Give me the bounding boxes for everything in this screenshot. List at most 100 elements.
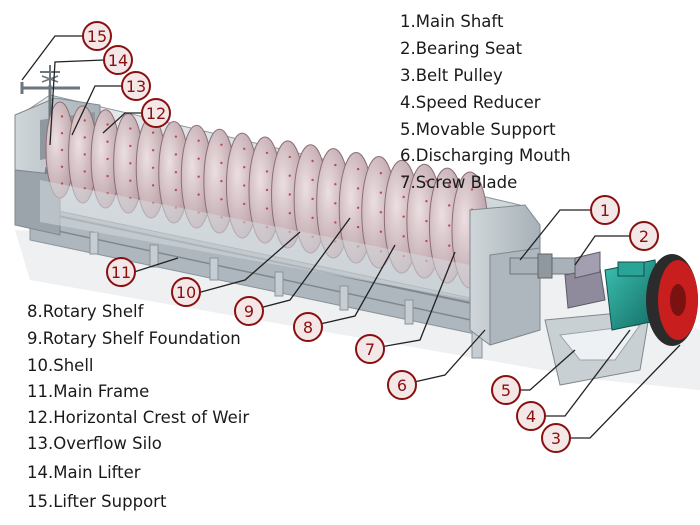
blade-bolt [448,224,451,227]
blade-bolt [243,202,246,206]
blade-bolt [83,119,86,122]
callout-12: 12 [141,98,171,128]
svg-text:4: 4 [526,407,536,426]
blade-bolt [243,184,246,187]
legend-item-discharging-mouth: 6.Discharging Mouth [400,146,571,165]
blade-bolt [197,139,200,142]
blade-bolt [129,144,132,148]
callout-13: 13 [121,71,151,101]
blade-bolt [448,184,451,187]
svg-text:8: 8 [303,318,313,337]
svg-text:5: 5 [501,381,511,400]
blade-bolt [356,225,360,229]
legend-item-main-shaft: 1.Main Shaft [400,12,504,31]
callout-6: 6 [387,370,417,400]
callout-1: 1 [590,195,620,225]
legend-item-main-lifter: 14.Main Lifter [27,463,141,482]
blade-bolt [425,239,428,243]
svg-text:9: 9 [244,302,254,321]
svg-text:11: 11 [111,263,131,282]
blade-bolt [265,207,269,210]
blade-bolt [220,143,223,146]
blade-bolt [379,191,383,194]
blade-bolt [243,147,246,151]
screw-blades [45,101,489,289]
svg-text:2: 2 [639,227,649,246]
legend-item-screw-blade: 7.Screw Blade [400,173,518,192]
svg-text:12: 12 [146,104,166,123]
blade-bolt [174,171,178,174]
blade-bolt [220,161,223,165]
blade-bolt [83,170,86,173]
blade-bolt [470,188,474,191]
blade-bolt [379,171,383,175]
callout-7: 7 [355,334,385,364]
blade-bolt [265,151,269,155]
blade-bolt [402,195,405,199]
svg-text:15: 15 [87,27,107,46]
blade-bolt [311,216,314,220]
blade-bolt [151,184,155,187]
blade-bolt [265,188,269,192]
blade-bolt [197,193,200,196]
svg-text:13: 13 [126,77,146,96]
blade-bolt [288,211,291,215]
callout-2: 2 [629,221,659,251]
blade-bolt [334,202,337,205]
legend-item-movable-support: 5.Movable Support [400,120,556,139]
blade-bolt [60,132,64,135]
callout-4: 4 [516,401,546,431]
callout-14: 14 [103,45,133,75]
blade-bolt [151,149,155,152]
blade-bolt [379,211,383,214]
legend-item-bearing-seat: 2.Bearing Seat [400,39,523,58]
blade-bolt [220,198,223,201]
blade-bolt [151,131,155,134]
blade-bolt [379,230,383,233]
blade-bolt [265,170,269,173]
blade-bolt [60,165,64,168]
legend-item-speed-reducer: 4.Speed Reducer [400,93,541,112]
blade-bolt [220,179,223,183]
blade-bolt [106,174,109,178]
blade-bolt [60,148,64,152]
blade-bolt [106,157,109,161]
shell-front [40,180,500,305]
blade-bolt [425,180,428,183]
blade-bolt [356,187,360,190]
callout-markers: 1 2 3 4 5 6 7 8 9 10 11 12 13 14 15 [82,21,659,453]
blade-bolt [83,153,86,156]
discharge-box [469,204,541,346]
callout-5: 5 [491,375,521,405]
blade-bolt [129,179,132,182]
blade-bolt [425,200,428,203]
belt-pulley [646,254,698,346]
legend-item-shell: 10.Shell [27,356,94,375]
blade-bolt [288,174,291,177]
legend-item-overflow-silo: 13.Overflow Silo [27,434,162,453]
svg-text:10: 10 [176,283,196,302]
movable-support [544,309,651,386]
blade-bolt [334,221,337,224]
svg-text:6: 6 [397,376,407,395]
legend-item-main-frame: 11.Main Frame [27,382,150,401]
blade-bolt [334,163,337,167]
svg-text:1: 1 [600,201,610,220]
blade-bolt [356,167,360,171]
blade-bolt [174,135,178,138]
blade-bolt [448,204,451,207]
blade-bolt [288,193,291,196]
blade-bolt [243,166,246,169]
speed-reducer [604,259,661,331]
blade-bolt [334,183,337,186]
blade-bolt [174,188,178,192]
blade-bolt [402,215,405,218]
legend-item-lifter-support: 15.Lifter Support [27,492,167,511]
blade-bolt [448,244,451,247]
callout-11: 11 [106,257,136,287]
legend-item-horizontal-crest-of-weir: 12.Horizontal Crest of Weir [27,408,250,427]
blade-bolt [151,166,155,169]
blade-bolt [425,219,428,223]
blade-bolt [60,182,64,185]
